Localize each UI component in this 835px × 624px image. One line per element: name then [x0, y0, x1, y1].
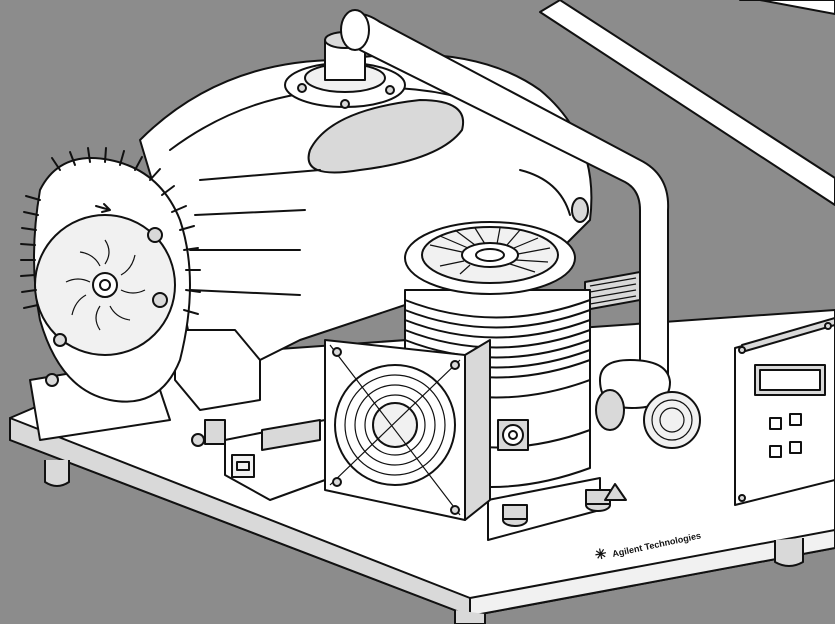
turbo-pump — [404, 221, 611, 541]
warning-triangle-icon — [604, 483, 627, 501]
power-socket-icon — [231, 454, 255, 478]
power-entry-module — [224, 419, 326, 501]
workbench-surface — [739, 0, 835, 15]
motor-end-cap — [20, 147, 201, 403]
inlet-flange — [284, 31, 406, 109]
workbench-edge — [539, 0, 835, 206]
exhaust-tube — [340, 9, 701, 449]
rear-vent — [584, 271, 641, 311]
arrow-icon — [95, 203, 111, 213]
controller-unit — [734, 317, 835, 506]
brand-star-icon: ✳ — [593, 545, 608, 563]
cooling-fan — [324, 339, 491, 521]
